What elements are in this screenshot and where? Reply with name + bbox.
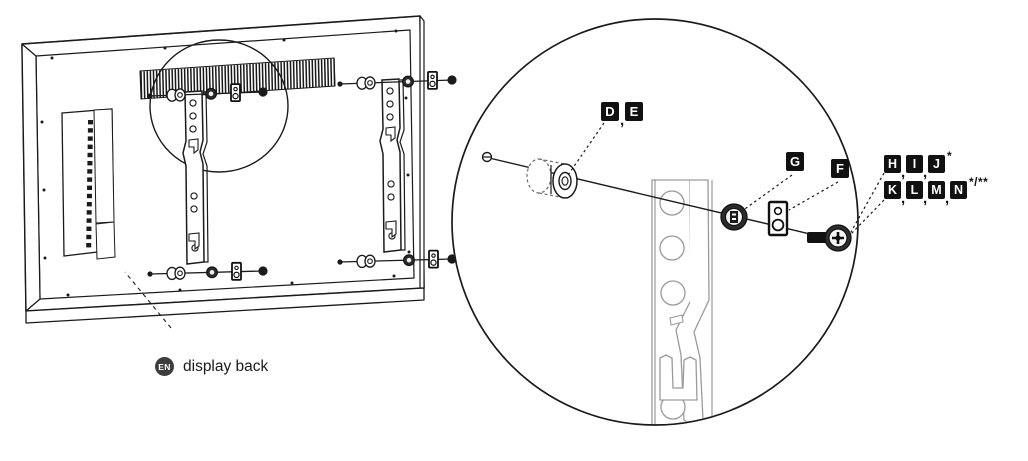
hardware-group [337,249,457,269]
label-comma-DE: , [620,112,625,129]
display-body [21,15,425,324]
label-chip-I: I [906,155,923,173]
caption: EN display back [155,357,268,376]
leader-plate [788,181,839,211]
detail-mounting-rail [651,179,713,424]
label-chip-H: H [884,155,901,173]
label-chip-E: E [625,102,643,121]
label-comma-IJ: , [923,164,928,181]
hardware-assembly-groups [147,70,457,281]
label-leader-lines [567,122,885,235]
left-mounting-rail [182,90,209,265]
language-badge-en: EN [155,357,174,376]
mounting-plate [767,200,789,237]
label-chip-J: J [928,155,945,173]
spacer-sleeve [526,158,578,199]
washer-ring [720,203,748,231]
panel-screw-dots [40,29,411,297]
label-footnote-row2: */** [969,175,989,189]
label-chip-K: K [884,181,901,199]
hardware-group [337,70,457,90]
leader-screw-row2 [850,199,885,235]
screw [807,224,852,252]
caption-text: display back [183,357,269,375]
label-comma-HI: , [901,164,906,181]
label-chip-G: G [786,152,804,171]
leader-washer [741,174,793,212]
hardware-group [147,83,268,103]
label-chip-F: F [831,159,849,178]
label-comma-LM: , [923,190,928,207]
detail-highlight-circle [149,39,289,173]
right-mounting-rail [379,78,406,253]
hardware-group [147,261,268,281]
label-chip-M: M [928,181,945,199]
label-chip-L: L [906,181,923,199]
label-chip-D: D [601,102,619,121]
label-chip-N: N [950,181,967,199]
label-footnote-row1: * [947,149,953,163]
label-comma-MN: , [945,190,950,207]
leader-screw-row1 [850,172,885,233]
label-comma-KL: , [901,190,906,207]
connector-recess-panel [61,108,116,260]
